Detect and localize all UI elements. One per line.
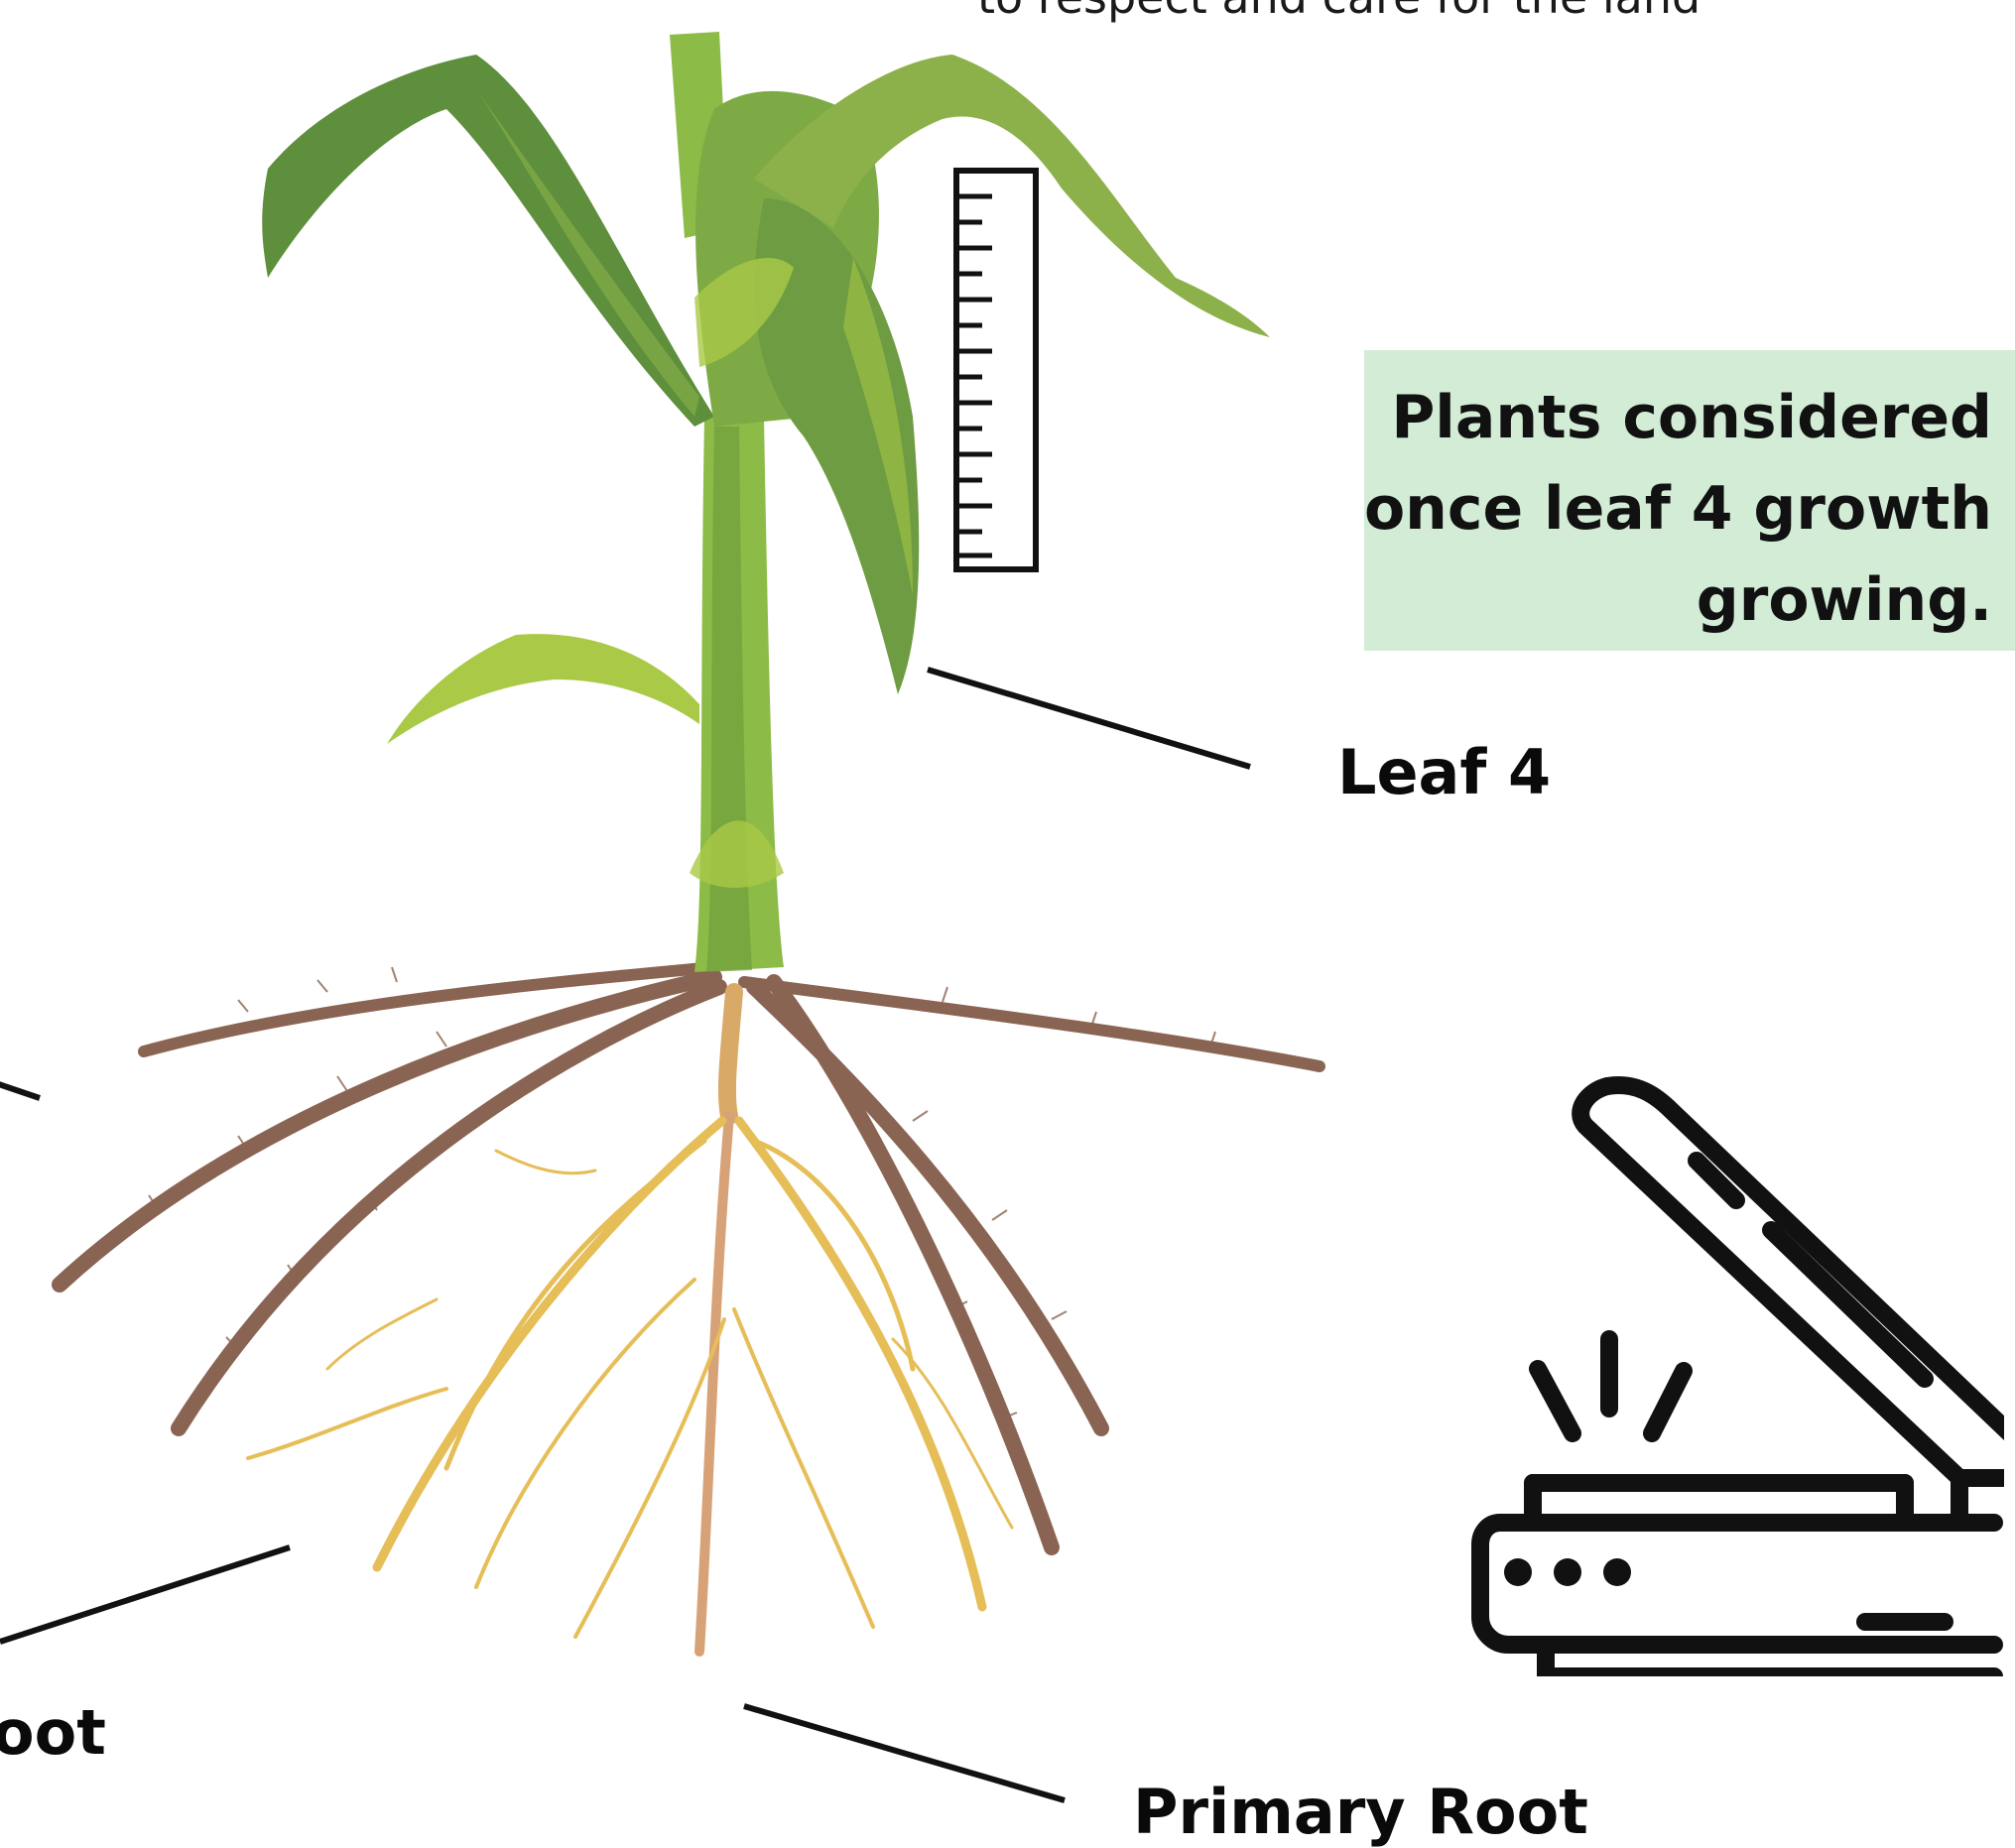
info-text: Plants considered once leaf 4 growth gro… (1364, 372, 1992, 646)
leaf4-leader (928, 670, 1250, 767)
upper-left-leader (0, 1081, 40, 1098)
scanner-icon (1409, 1061, 2004, 1676)
leaf4-label: Leaf 4 (1337, 736, 1551, 808)
primary-root-label: Primary Root (1133, 1776, 1588, 1848)
left-root-label-partial: oot (0, 1696, 106, 1769)
left-root-leader (0, 1547, 290, 1642)
info-box: Plants considered once leaf 4 growth gro… (1364, 350, 2015, 651)
primary-root-leader (744, 1706, 1065, 1800)
